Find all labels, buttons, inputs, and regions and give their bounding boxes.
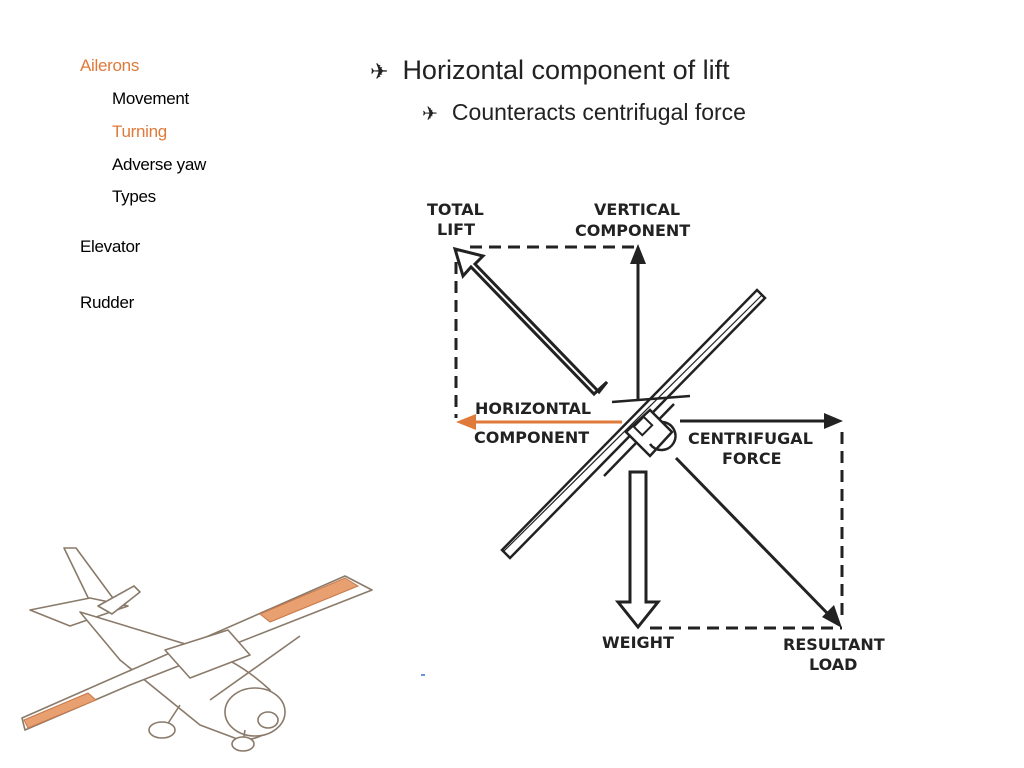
total-lift-label: TOTAL LIFT [427,200,489,239]
nose-wheel [231,736,255,752]
weight-label: WEIGHT [602,633,674,652]
cabin-window [164,629,251,679]
centrifugal-arrowhead [824,413,843,429]
centrifugal-force-label: CENTRIFUGAL FORCE [688,429,818,468]
bullet-sub: ✈ Counteracts centrifugal force [422,99,746,126]
nav-item-elevator[interactable]: Elevator [80,237,140,256]
wing-strut [209,635,301,701]
weight-arrow [614,470,662,630]
vertical-component-label: VERTICAL COMPONENT [575,200,690,240]
nav-item-movement[interactable]: Movement [112,89,189,108]
nav-item-turning[interactable]: Turning [112,122,167,141]
horizontal-arrowhead [456,414,476,430]
resultant-load-label: RESULTANT LOAD [783,635,890,674]
left-wheel [148,721,176,739]
resultant-load-arrow [674,456,830,616]
airplane-icon: ✈ [370,59,389,84]
airplane-icon: ✈ [422,104,438,125]
bullet-sub-text: Counteracts centrifugal force [451,99,746,125]
vertical-arrowhead [630,244,646,264]
dashed-construction-lines [454,245,844,630]
right-aileron-highlight [259,577,360,623]
nav-item-types[interactable]: Types [112,187,156,206]
spinner [257,711,279,729]
bullet-main-text: Horizontal component of lift [402,55,730,85]
horizontal-component-label: HORIZONTAL COMPONENT [474,399,597,447]
nav-item-adverse-yaw[interactable]: Adverse yaw [112,155,207,174]
nav-item-ailerons[interactable]: Ailerons [80,56,140,75]
nav-item-rudder[interactable]: Rudder [80,293,134,312]
right-horizontal-stabilizer [97,585,141,615]
total-lift-arrow [452,246,609,397]
airplane-nose-view [603,394,691,477]
bullet-main: ✈ Horizontal component of lift [370,55,730,86]
left-aileron-highlight [23,692,97,729]
resultant-arrowhead [822,605,842,628]
engine-cowling [224,687,286,737]
